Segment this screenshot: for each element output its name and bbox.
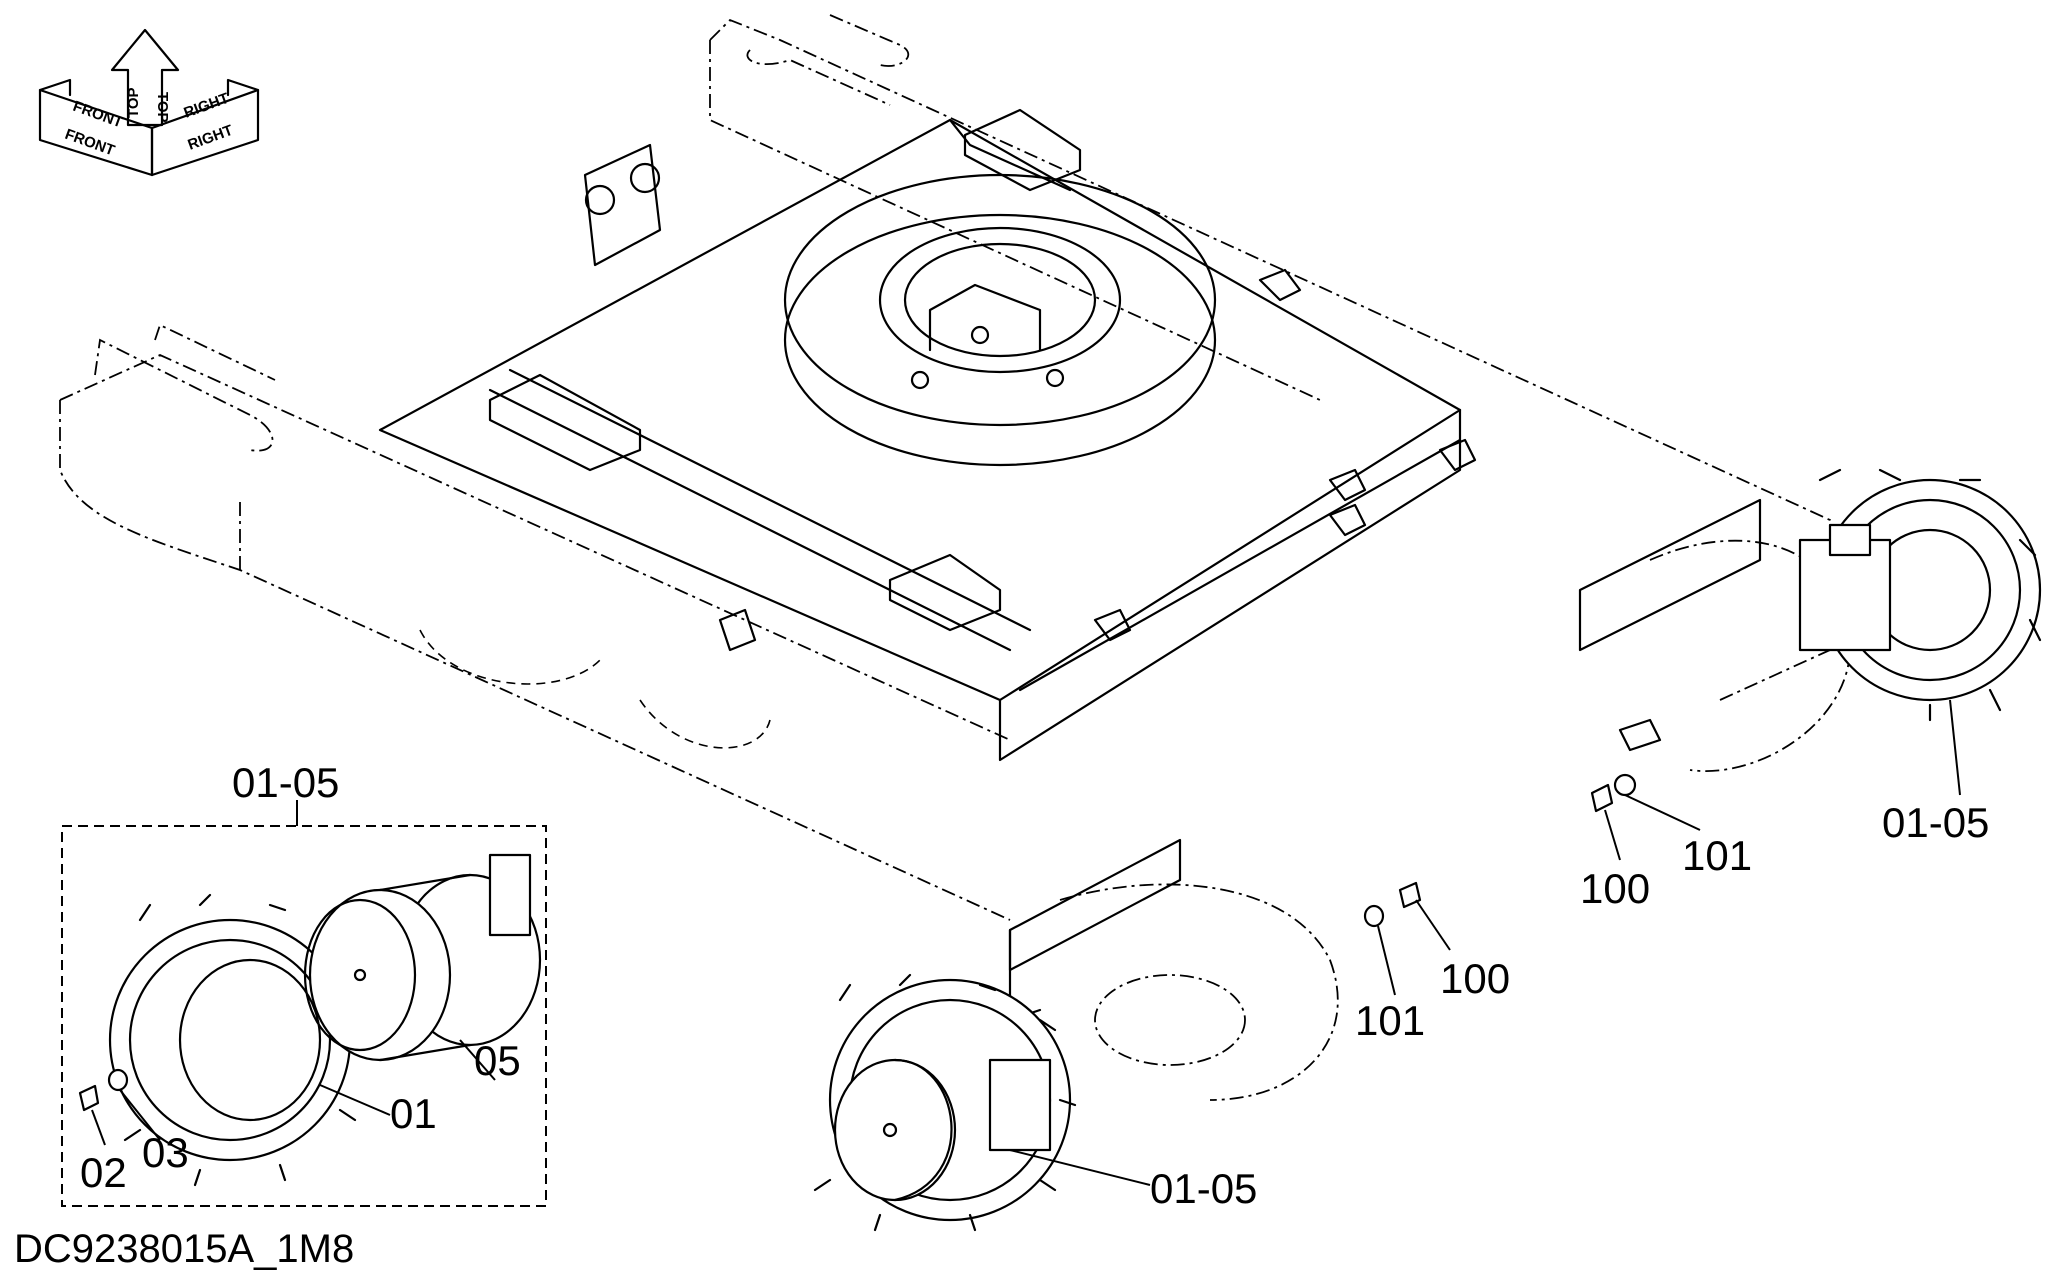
fasteners (1363, 773, 1701, 996)
callout-right-washer: 101 (1682, 832, 1752, 879)
callout-front-assembly: 01-05 (1150, 1165, 1257, 1212)
detail-box (61, 800, 547, 1207)
callout-front-washer: 101 (1355, 997, 1425, 1044)
callout-03: 03 (142, 1129, 189, 1176)
callout-01: 01 (390, 1090, 437, 1137)
orient-top-left: TOP (125, 87, 142, 118)
orient-top-right: TOP (154, 92, 171, 123)
detail-box-title: 01-05 (232, 759, 339, 806)
orient-front-bottom: FRONT (63, 126, 117, 160)
callout-front-bolt: 100 (1440, 955, 1510, 1002)
callout-right-assembly: 01-05 (1882, 799, 1989, 846)
document-id: DC9238015A_1M8 (14, 1227, 354, 1271)
front-travel-motor (813, 973, 1077, 1232)
track-frame (59, 14, 1851, 1101)
orientation-indicator: FRONT FRONT TOP TOP RIGHT RIGHT (38, 28, 260, 177)
callout-02: 02 (80, 1149, 127, 1196)
orient-front-top: FRONT (71, 98, 125, 132)
callout-right-bolt: 100 (1580, 865, 1650, 912)
orient-right-top: RIGHT (182, 90, 232, 122)
callout-05: 05 (474, 1037, 521, 1084)
right-travel-motor (1798, 468, 2042, 722)
